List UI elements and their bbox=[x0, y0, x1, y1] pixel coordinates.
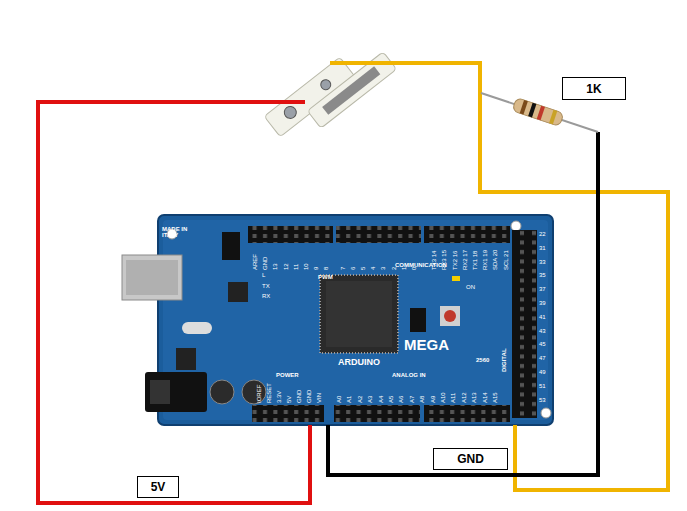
board-marking: 43 bbox=[539, 328, 546, 334]
pin-label: A1 bbox=[346, 396, 352, 403]
pin-label: 13 bbox=[272, 263, 278, 270]
pin-label: GND bbox=[262, 257, 268, 270]
board-marking: 31 bbox=[539, 245, 546, 251]
value-label-box: 1K bbox=[562, 77, 626, 100]
pin-label: A9 bbox=[430, 396, 436, 403]
pin-label: 3.3V bbox=[276, 391, 282, 403]
pin-label: SCL 21 bbox=[503, 250, 509, 270]
pin-label: 12 bbox=[283, 263, 289, 270]
arduino-board bbox=[122, 215, 553, 425]
pin-label: 7 bbox=[340, 267, 346, 270]
pin-label: A3 bbox=[367, 396, 373, 403]
pin-label: 9 bbox=[313, 267, 319, 270]
pin-label: TX1 18 bbox=[472, 251, 478, 270]
pin-label: DIGITAL bbox=[501, 348, 507, 372]
pin-label: TX2 16 bbox=[452, 251, 458, 270]
board-marking: 22 bbox=[539, 231, 546, 237]
pin-label: VIN bbox=[316, 393, 322, 403]
pin-label: A4 bbox=[378, 396, 384, 403]
value-label-box: GND bbox=[433, 448, 508, 470]
board-marking: 39 bbox=[539, 300, 546, 306]
board-marking: PWM bbox=[318, 274, 333, 280]
board-marking: ARDUINO bbox=[338, 358, 380, 367]
pin-label: A11 bbox=[450, 393, 456, 403]
pin-label: A12 bbox=[461, 392, 467, 403]
pin-label: A10 bbox=[440, 392, 446, 403]
board-marking: ON bbox=[466, 284, 475, 290]
board-marking: 35 bbox=[539, 272, 546, 278]
board-marking: COMMUNICATION bbox=[395, 262, 447, 268]
board-marking: 45 bbox=[539, 341, 546, 347]
pin-label: 11 bbox=[293, 264, 299, 270]
board-marking: 49 bbox=[539, 369, 546, 375]
pin-label: 8 bbox=[323, 267, 329, 270]
pin-label: A8 bbox=[419, 396, 425, 403]
board-marking: MEGA bbox=[404, 337, 449, 352]
pin-label: 6 bbox=[350, 267, 356, 270]
board-marking: 2560 bbox=[476, 357, 489, 363]
pin-label: A7 bbox=[409, 396, 415, 403]
pin-label: 4 bbox=[370, 267, 376, 270]
value-label: 5V bbox=[151, 480, 166, 494]
pin-label: AREF bbox=[252, 254, 258, 270]
board-marking: 41 bbox=[539, 314, 546, 320]
pin-label: A0 bbox=[336, 396, 342, 403]
black-wire bbox=[328, 132, 598, 475]
pin-label: RX1 19 bbox=[482, 250, 488, 270]
pin-label: A5 bbox=[388, 396, 394, 403]
board-marking: ANALOG IN bbox=[392, 372, 426, 378]
board-marking: 37 bbox=[539, 286, 546, 292]
board-marking: RX bbox=[262, 293, 270, 299]
pin-label: 5 bbox=[360, 267, 366, 270]
pin-label: 5V bbox=[286, 396, 292, 403]
yellow-wire bbox=[330, 63, 668, 490]
board-marking: L bbox=[262, 272, 265, 278]
pin-label: A13 bbox=[471, 392, 477, 403]
pin-label: SDA 20 bbox=[492, 250, 498, 270]
value-label: 1K bbox=[586, 82, 601, 96]
value-label-box: 5V bbox=[137, 476, 179, 498]
board-marking: TX bbox=[262, 283, 270, 289]
pin-label: A15 bbox=[492, 392, 498, 403]
board-marking: 53 bbox=[539, 397, 546, 403]
board-marking: 47 bbox=[539, 355, 546, 361]
red-wire bbox=[38, 102, 310, 503]
pin-label: A6 bbox=[398, 396, 404, 403]
pin-label: A14 bbox=[482, 392, 488, 403]
pin-label: A2 bbox=[357, 396, 363, 403]
pin-label: RX2 17 bbox=[462, 250, 468, 270]
pin-label: GND bbox=[306, 390, 312, 403]
board-marking: 51 bbox=[539, 383, 546, 389]
value-label: GND bbox=[457, 452, 484, 466]
pin-label: GND bbox=[296, 390, 302, 403]
pin-label: 10 bbox=[303, 263, 309, 270]
board-marking: 33 bbox=[539, 259, 546, 265]
pin-label: 3 bbox=[380, 267, 386, 270]
pin-label: IOREF bbox=[256, 385, 262, 403]
pin-label: RESET bbox=[266, 383, 272, 403]
board-marking: MADE IN ITALY bbox=[162, 226, 196, 238]
board-marking: POWER bbox=[276, 372, 299, 378]
